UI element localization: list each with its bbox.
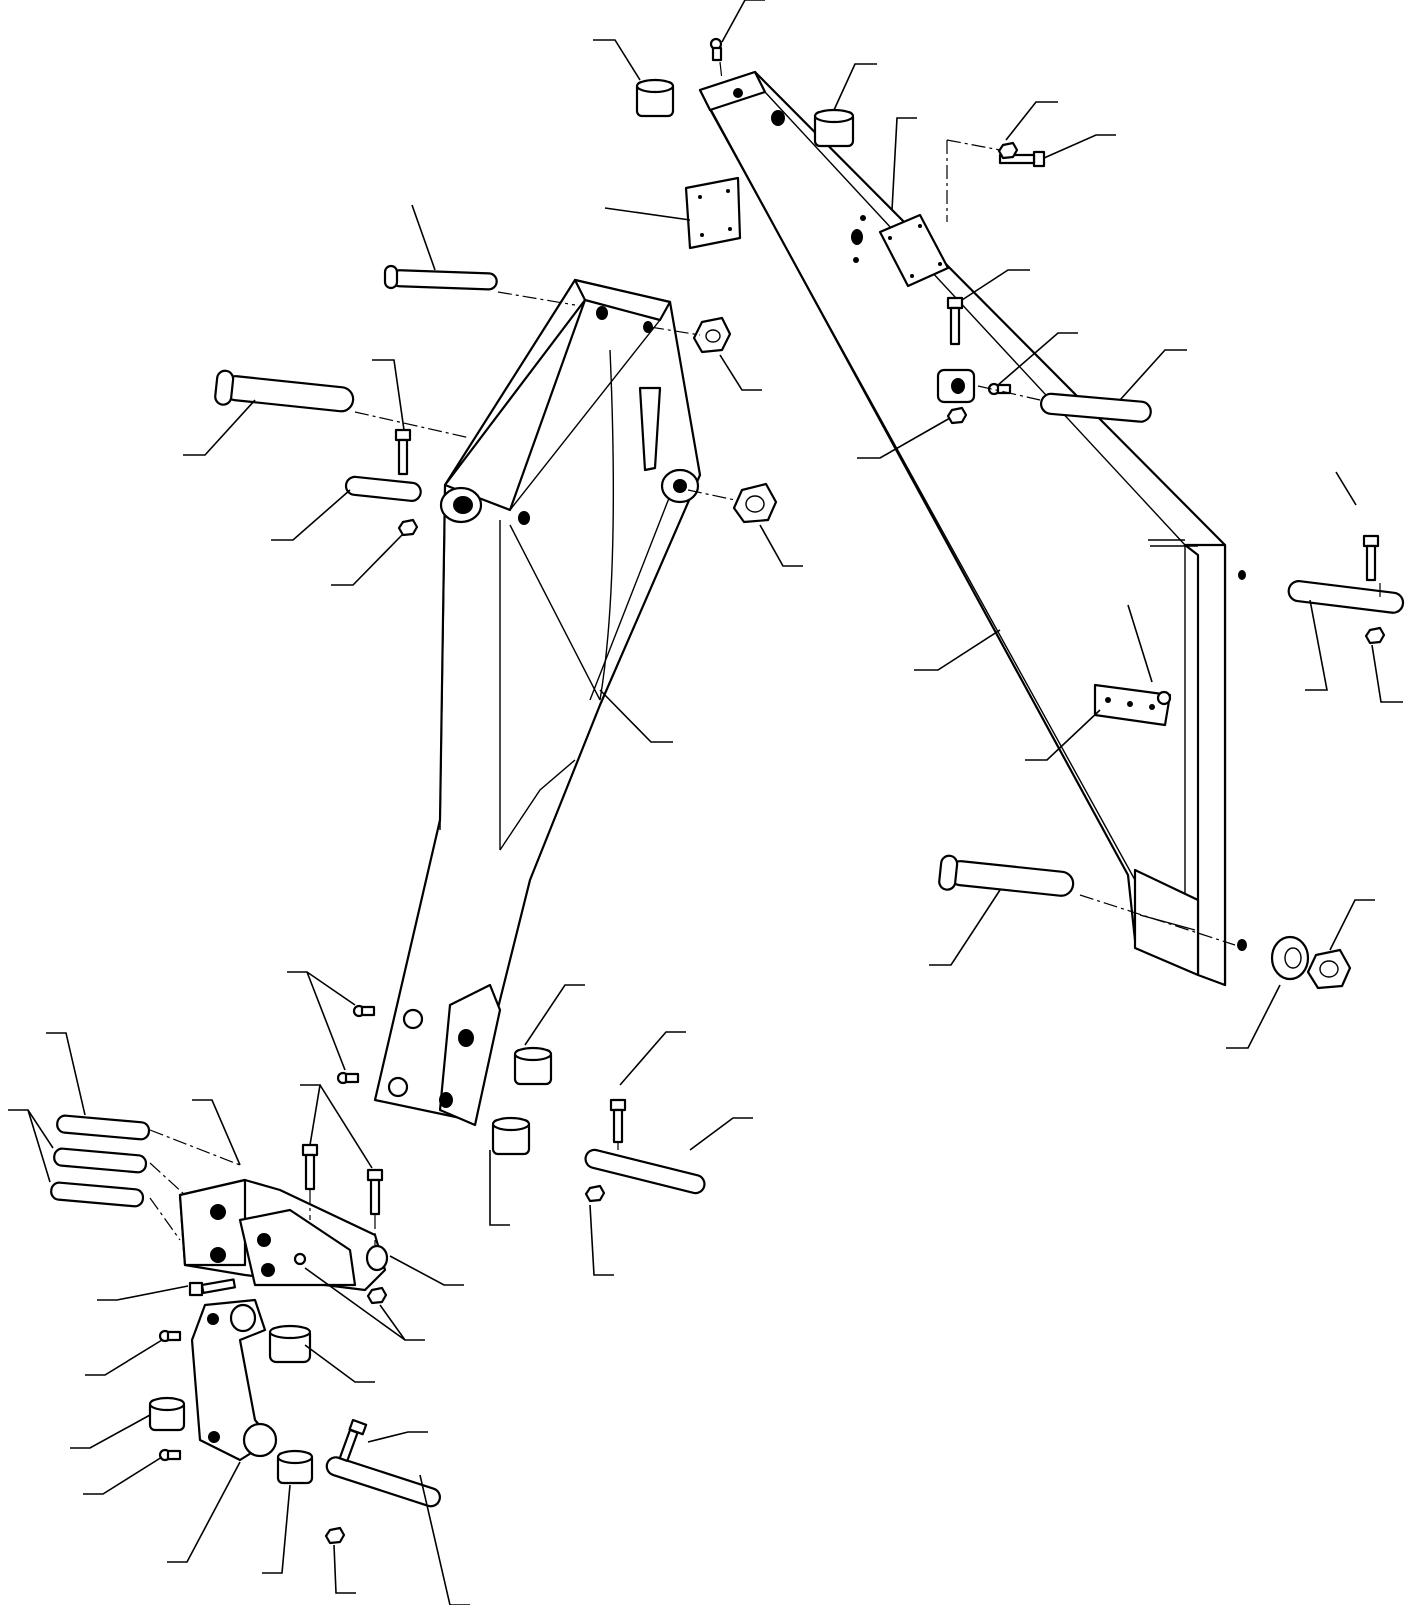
nut-icon <box>997 141 1019 160</box>
nut-icon <box>397 518 419 537</box>
tipping-lever <box>190 1298 278 1462</box>
nut-icon <box>732 482 778 524</box>
grease-fitting-icon <box>293 1252 307 1266</box>
nut-icon <box>692 316 732 354</box>
grease-fitting-icon <box>158 1448 182 1462</box>
bolt-icon <box>946 296 964 346</box>
bushing-icon <box>268 1324 312 1364</box>
pin-icon <box>1039 392 1152 423</box>
grease-fitting-icon <box>987 382 1012 396</box>
nut-icon <box>584 1184 606 1203</box>
nut-icon <box>946 406 968 425</box>
bolt-icon <box>188 1278 237 1297</box>
bolt-icon <box>998 150 1046 168</box>
grease-fitting-icon <box>709 37 723 62</box>
bucket-link <box>178 1178 389 1292</box>
grease-fitting-icon <box>1156 690 1172 706</box>
bushing-icon <box>513 1046 553 1086</box>
bushing-icon <box>813 108 855 148</box>
stop-plate <box>1093 683 1172 727</box>
pin-icon <box>383 264 498 291</box>
grease-fitting-icon <box>158 1329 182 1343</box>
pin-icon <box>344 475 422 502</box>
nut-icon <box>1364 626 1386 645</box>
pin-icon <box>214 369 355 413</box>
grease-fitting-icon <box>352 1004 376 1018</box>
pin-icon <box>325 1456 441 1508</box>
bolt-icon <box>1362 534 1380 582</box>
nut-icon <box>1306 948 1352 990</box>
pin-icon <box>56 1114 151 1141</box>
bolt-icon <box>301 1143 319 1191</box>
dipper-arm <box>373 278 702 1127</box>
callout-leaders <box>8 0 1403 1605</box>
pin-icon <box>938 854 1075 897</box>
assembly-lines <box>149 61 1381 1245</box>
wear-plate <box>878 213 950 288</box>
nut-icon <box>366 1286 388 1305</box>
bolt-icon <box>609 1098 627 1144</box>
bolt-icon <box>338 1418 368 1463</box>
wear-plate <box>684 176 742 250</box>
bolt-icon <box>394 428 412 476</box>
bushing-icon <box>936 368 976 404</box>
pin-icon <box>50 1181 145 1208</box>
grease-fitting-icon <box>336 1071 360 1085</box>
bushing-icon <box>491 1116 531 1156</box>
bushing-icon <box>148 1396 186 1432</box>
pin-icon <box>1287 580 1405 614</box>
pin-icon <box>53 1147 148 1174</box>
bushing-icon <box>276 1449 314 1485</box>
washer-icon <box>1270 935 1310 981</box>
pin-icon <box>584 1148 706 1195</box>
bolt-icon <box>366 1168 384 1216</box>
nut-icon <box>324 1526 346 1545</box>
bushing-icon <box>635 78 675 118</box>
boom <box>698 70 1247 987</box>
